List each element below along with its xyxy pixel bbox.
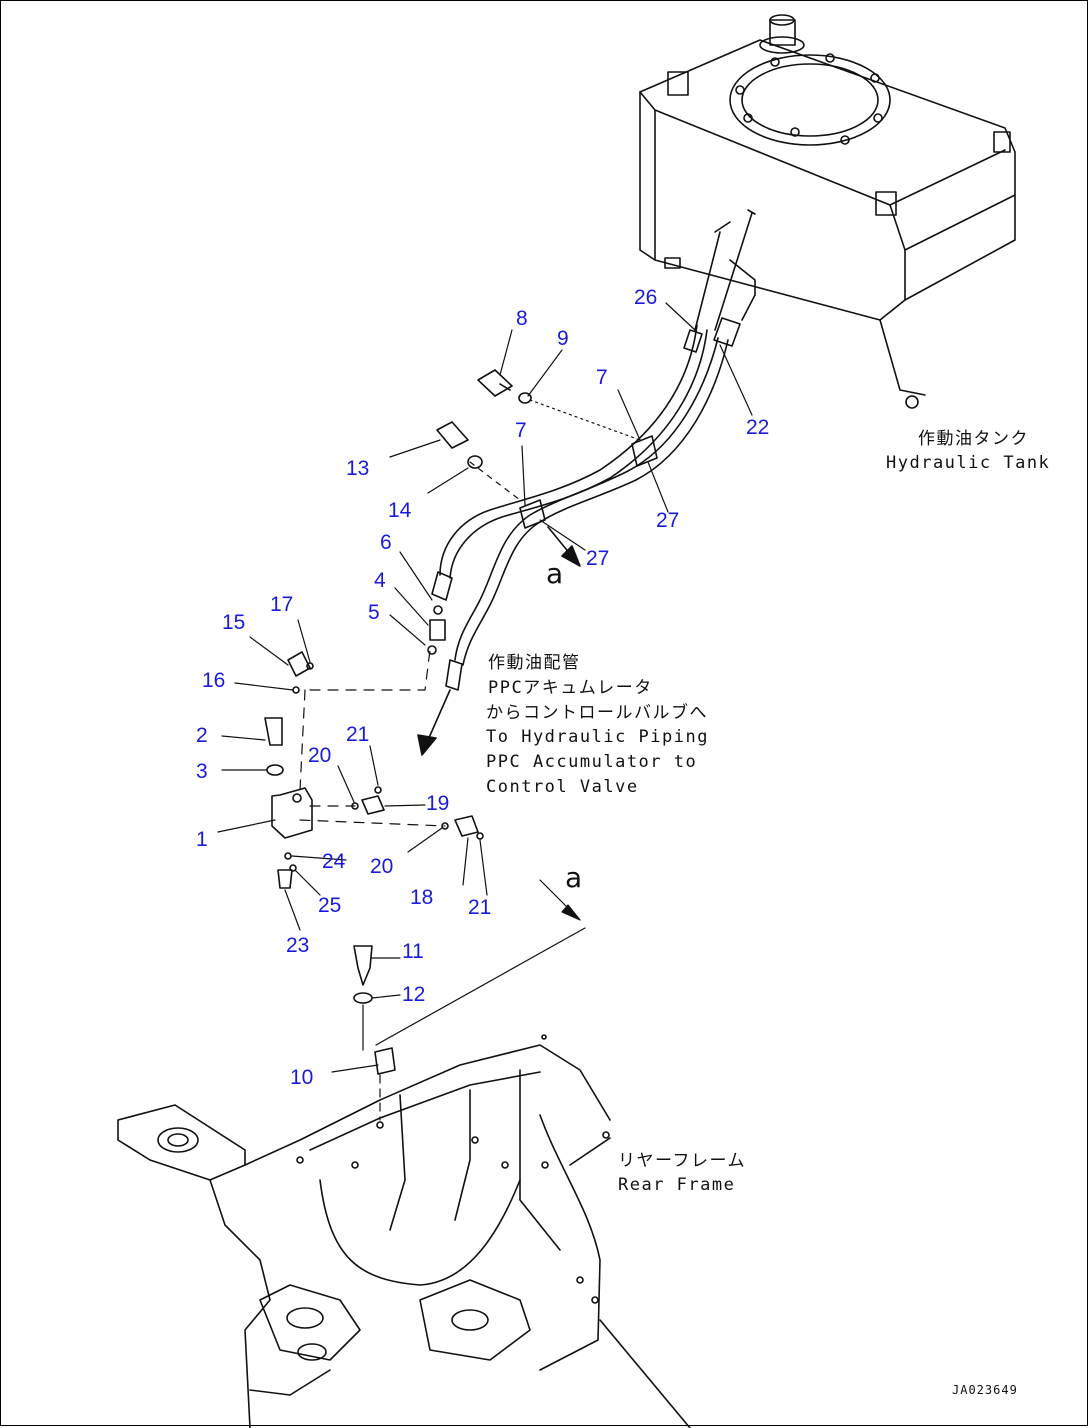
callout-18[interactable]: 18	[410, 886, 434, 909]
piping-label-jp-2: PPCアキュムレータ	[488, 678, 653, 698]
piping-label-jp-3: からコントロールバルブへ	[486, 703, 708, 723]
tank-label-jp: 作動油タンク	[918, 429, 1029, 449]
direction-arrows	[417, 526, 581, 756]
callout-1[interactable]: 1	[196, 828, 208, 851]
callout-6[interactable]: 6	[380, 531, 392, 554]
callout-19[interactable]: 19	[426, 792, 450, 815]
callout-9[interactable]: 9	[557, 327, 569, 350]
callout-23[interactable]: 23	[286, 934, 310, 957]
callout-10[interactable]: 10	[290, 1066, 314, 1089]
callout-5[interactable]: 5	[368, 601, 380, 624]
callout-3[interactable]: 3	[196, 760, 208, 783]
callout-7-upper[interactable]: 7	[596, 366, 608, 389]
piping-label-en-1: To Hydraulic Piping	[486, 727, 709, 747]
rear-frame	[117, 1034, 691, 1428]
callout-25[interactable]: 25	[318, 894, 342, 917]
hydraulic-tank	[639, 14, 1016, 409]
tank-label-en: Hydraulic Tank	[886, 453, 1051, 473]
callout-27-left[interactable]: 27	[586, 547, 610, 570]
view-a-marker-lower: a	[565, 861, 583, 894]
drawing-reference: JA023649	[952, 1383, 1018, 1397]
callout-21-upper[interactable]: 21	[346, 723, 370, 746]
callout-12[interactable]: 12	[402, 983, 426, 1006]
callout-16[interactable]: 16	[202, 669, 226, 692]
callout-24[interactable]: 24	[322, 850, 346, 873]
callout-21-lower[interactable]: 21	[468, 896, 492, 919]
callout-27-right[interactable]: 27	[656, 509, 680, 532]
frame-label-en: Rear Frame	[618, 1175, 736, 1195]
callout-26[interactable]: 26	[634, 286, 658, 309]
callout-8[interactable]: 8	[516, 307, 528, 330]
callout-15[interactable]: 15	[222, 611, 246, 634]
callout-2[interactable]: 2	[196, 724, 208, 747]
callout-7-lower[interactable]: 7	[515, 419, 527, 442]
piping-label-en-2: PPC Accumulator to	[486, 752, 698, 772]
callout-17[interactable]: 17	[270, 593, 294, 616]
callout-11[interactable]: 11	[402, 940, 424, 963]
callout-14[interactable]: 14	[388, 499, 412, 522]
callout-20-lower[interactable]: 20	[370, 855, 394, 878]
view-a-marker-upper: a	[546, 557, 564, 590]
hydraulic-hoses	[431, 317, 741, 691]
callout-4[interactable]: 4	[374, 569, 386, 592]
leader-lines	[217, 302, 753, 1121]
callout-22[interactable]: 22	[746, 416, 770, 439]
piping-label-en-3: Control Valve	[486, 777, 639, 797]
fittings-and-bolts	[264, 369, 532, 1075]
callout-20-upper[interactable]: 20	[308, 744, 332, 767]
frame-label-jp: リヤーフレーム	[618, 1151, 746, 1171]
piping-label-jp-1: 作動油配管	[488, 653, 581, 673]
callout-13[interactable]: 13	[346, 457, 370, 480]
